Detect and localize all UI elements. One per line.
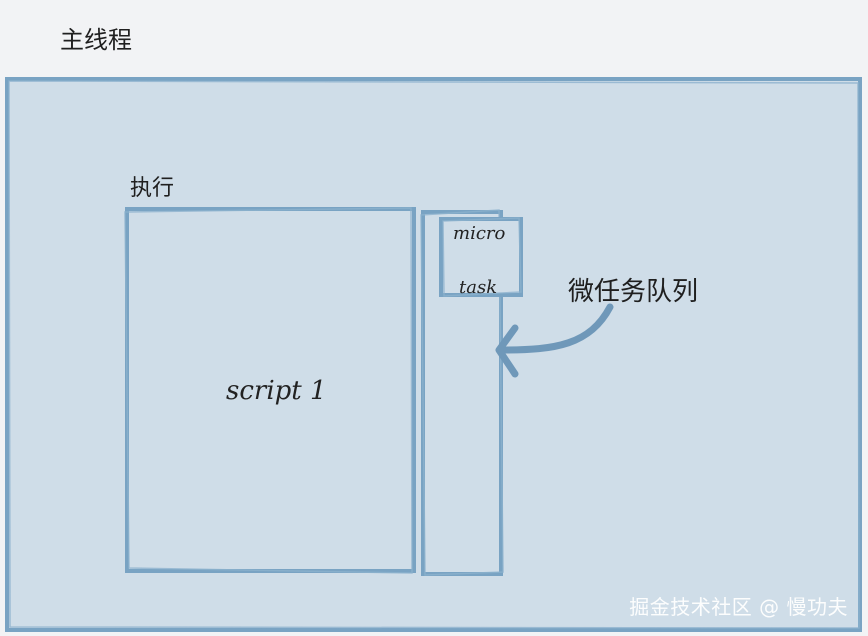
main-thread-title: 主线程 [60, 26, 132, 54]
queue-arrow-head [495, 324, 519, 378]
execution-label: 执行 [130, 176, 174, 201]
microtask-label-line1: micro [453, 223, 506, 244]
main-thread-box-sketch [8, 80, 860, 629]
microtask-queue-sketch [420, 209, 504, 576]
execution-stack-sketch [124, 207, 413, 574]
microtask-item-box [439, 217, 523, 297]
script-label: script 1 [226, 376, 327, 406]
main-thread-box [5, 77, 862, 632]
microtask-label-line2: task [459, 277, 497, 298]
microtask-queue-label: 微任务队列 [568, 277, 698, 307]
watermark: 掘金技术社区 @ 慢功夫 [629, 595, 848, 619]
queue-arrow [499, 303, 614, 354]
microtask-item-sketch [442, 217, 522, 297]
